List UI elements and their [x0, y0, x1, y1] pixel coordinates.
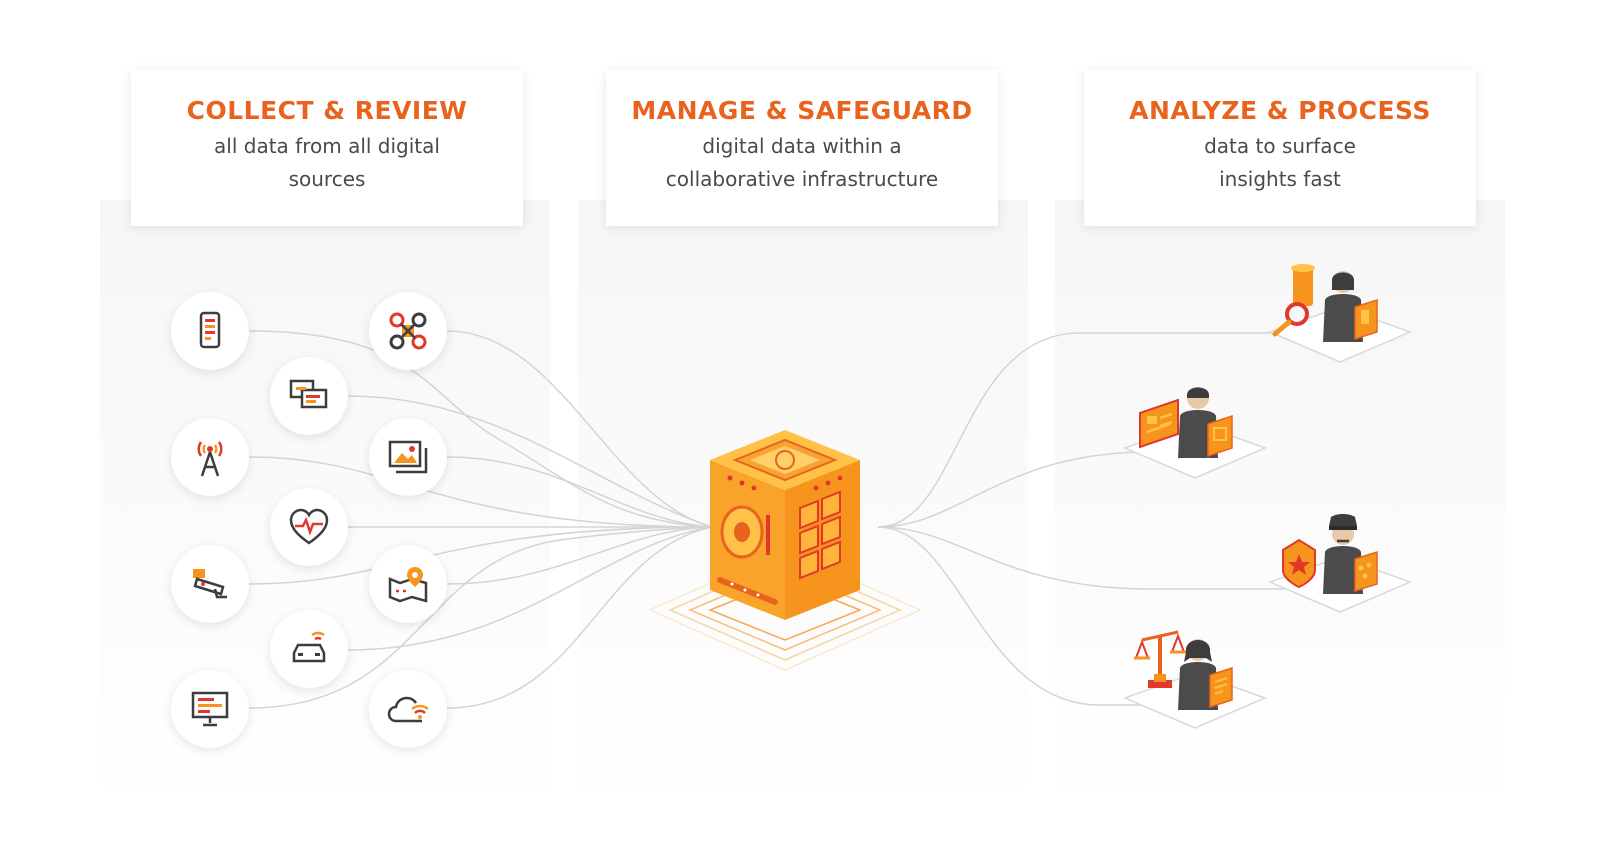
- source-map-location: [369, 545, 447, 623]
- analyze-process-subtitle: data to surface insights fast: [1204, 134, 1356, 191]
- source-cloud-wifi: [369, 670, 447, 748]
- source-security-camera: [171, 545, 249, 623]
- secure-data-vault-icon: [648, 430, 922, 671]
- analyst-legal-prosecutor: [1120, 628, 1280, 747]
- source-computer-monitor: [171, 670, 249, 748]
- security-camera-icon: [193, 569, 227, 599]
- source-heart-rate: [270, 488, 348, 566]
- connector-analyst-4: [877, 526, 1170, 706]
- analyst-police-officer: [1265, 512, 1425, 631]
- manage-safeguard-card: MANAGE & SAFEGUARD digital data within a…: [606, 70, 998, 226]
- analyze-column-background: [1055, 200, 1505, 810]
- cell-tower-icon: [197, 441, 223, 477]
- manage-safeguard-title: MANAGE & SAFEGUARD: [631, 96, 973, 125]
- connector-analyst-2: [877, 451, 1170, 528]
- map-location-icon: [388, 567, 428, 603]
- analyst-forensic: [1265, 262, 1425, 381]
- police-officer-icon: [1267, 514, 1413, 613]
- connector-analyst-3: [877, 526, 1290, 590]
- connected-car-icon: [292, 631, 326, 663]
- connector-tower: [248, 456, 713, 528]
- connector-gallery: [446, 456, 713, 528]
- collect-review-subtitle: all data from all digital sources: [214, 134, 440, 191]
- connector-monitor: [248, 526, 713, 709]
- investigator-icon: [1122, 387, 1268, 479]
- connector-smartphone: [248, 330, 713, 528]
- source-smartphone: [171, 292, 249, 370]
- image-gallery-icon: [388, 440, 428, 474]
- connector-chat: [347, 395, 713, 528]
- chat-messages-icon: [289, 379, 328, 409]
- collect-review-title: COLLECT & REVIEW: [186, 96, 468, 125]
- cloud-wifi-icon: [387, 696, 429, 723]
- analyze-process-card: ANALYZE & PROCESS data to surface insigh…: [1084, 70, 1476, 226]
- analyst-investigator: [1120, 378, 1280, 497]
- connector-cloud: [446, 526, 713, 709]
- drone-icon: [389, 312, 427, 350]
- collect-review-card: COLLECT & REVIEW all data from all digit…: [131, 70, 523, 226]
- source-connected-car: [270, 610, 348, 688]
- source-drone: [369, 292, 447, 370]
- connector-map: [446, 526, 713, 585]
- manage-safeguard-subtitle: digital data within a collaborative infr…: [665, 134, 939, 191]
- connector-drone: [446, 330, 713, 528]
- heart-rate-icon: [289, 508, 329, 545]
- analyze-process-title: ANALYZE & PROCESS: [1129, 96, 1431, 125]
- connector-car: [347, 526, 713, 651]
- source-chat: [270, 357, 348, 435]
- legal-prosecutor-icon: [1122, 630, 1268, 729]
- connector-analyst-1: [877, 332, 1290, 528]
- smartphone-icon: [199, 311, 221, 349]
- source-cell-tower: [171, 418, 249, 496]
- forensic-analyst-icon: [1267, 264, 1413, 363]
- source-image-gallery: [369, 418, 447, 496]
- central-data-vault: [648, 420, 922, 694]
- computer-monitor-icon: [191, 691, 229, 727]
